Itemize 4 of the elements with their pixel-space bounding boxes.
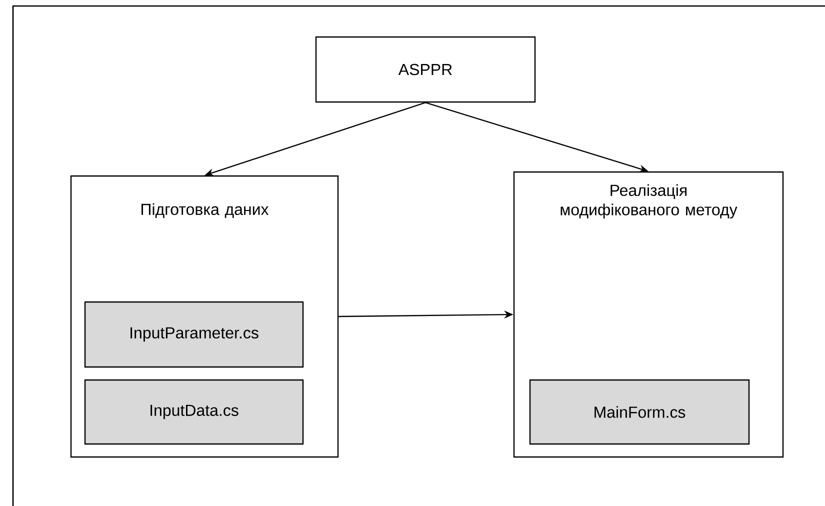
file-box: MainForm.cs: [529, 379, 750, 445]
file-box: InputData.cs: [84, 379, 304, 445]
process-box: ASPPR: [315, 36, 536, 103]
file-box: InputParameter.cs: [84, 301, 304, 368]
